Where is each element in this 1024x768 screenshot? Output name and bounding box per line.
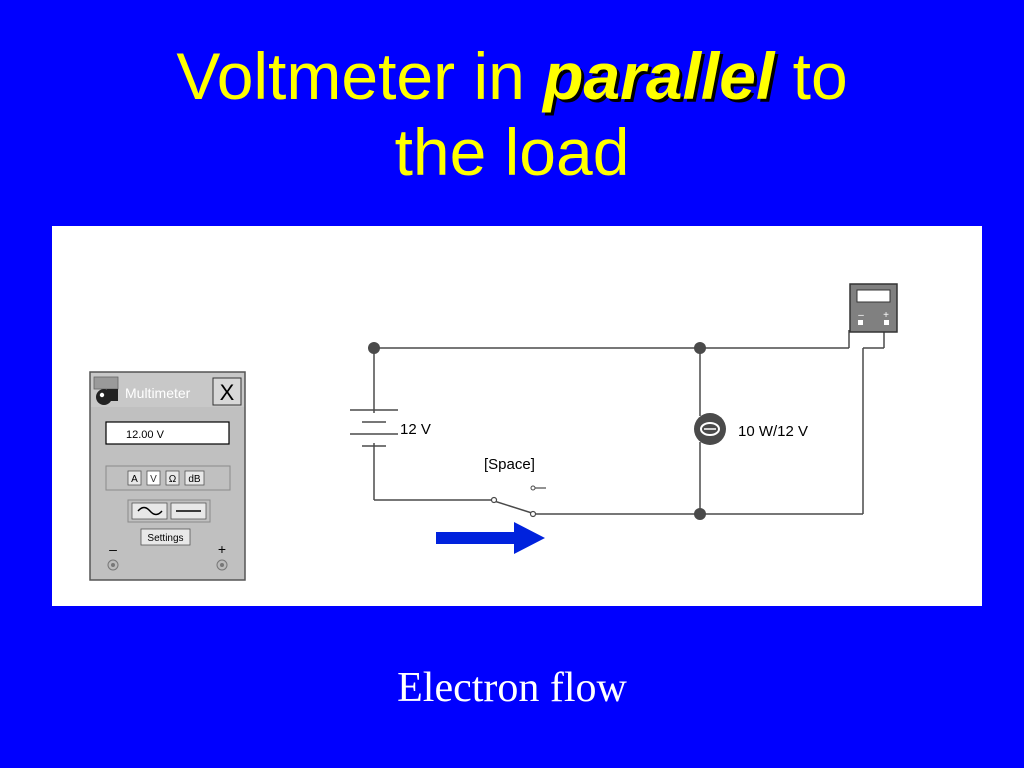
plus-terminal-jack[interactable]: [216, 559, 228, 571]
title-line-1: Voltmeter in parallel to: [0, 38, 1024, 114]
mode-label-amps: A: [131, 474, 138, 485]
switch-label: [Space]: [484, 456, 535, 473]
close-icon: X: [220, 380, 235, 405]
mode-label-ohms: Ω: [169, 474, 177, 485]
junction-node-bottom-right: [694, 508, 706, 520]
title-line-2: the load: [394, 115, 630, 189]
multimeter-display-value: 12.00 V: [126, 429, 165, 441]
multimeter-close-button[interactable]: X: [212, 377, 242, 406]
voltmeter-component[interactable]: [849, 283, 898, 333]
slide-title: Voltmeter in parallel to the load: [0, 38, 1024, 190]
circuit-wires: [373, 330, 885, 515]
voltmeter-plus-label: +: [883, 310, 889, 321]
mode-button-decibels[interactable]: dB: [184, 470, 205, 486]
switch-symbol[interactable]: [490, 485, 546, 518]
ac-mode-button[interactable]: [131, 502, 168, 520]
multimeter-app-icon: [93, 376, 119, 405]
multimeter-window[interactable]: Multimeter X 12.00 V A V Ω dB: [89, 371, 246, 581]
plus-terminal-label: +: [218, 541, 226, 557]
mode-button-volts[interactable]: V: [146, 470, 161, 486]
lamp-icon[interactable]: [694, 413, 726, 445]
title-text-1: Voltmeter in: [176, 39, 544, 113]
electron-flow-arrow: [436, 522, 545, 554]
multimeter-window-title: Multimeter: [125, 385, 191, 401]
title-emphasis: parallel: [543, 39, 775, 113]
circuit-panel: Multimeter X 12.00 V A V Ω dB: [52, 226, 982, 606]
mode-button-amps[interactable]: A: [127, 470, 142, 486]
mode-button-ohms[interactable]: Ω: [165, 470, 180, 486]
dc-mode-button[interactable]: [170, 502, 207, 520]
circuit-diagram: Multimeter X 12.00 V A V Ω dB: [89, 283, 898, 581]
sine-wave-icon: [137, 506, 163, 516]
minus-terminal-jack[interactable]: [107, 559, 119, 571]
mode-label-decibels: dB: [188, 474, 201, 485]
battery-symbol[interactable]: [350, 409, 398, 447]
junction-node-top-left: [368, 342, 380, 354]
minus-terminal-label: –: [109, 541, 117, 557]
lamp-label: 10 W/12 V: [738, 423, 808, 440]
voltmeter-minus-label: –: [858, 310, 864, 321]
electron-flow-caption: Electron flow: [397, 665, 627, 711]
title-text-2: to: [774, 39, 848, 113]
battery-label: 12 V: [400, 421, 431, 438]
mode-label-volts: V: [150, 474, 157, 485]
settings-label: Settings: [147, 533, 183, 544]
settings-button[interactable]: Settings: [140, 528, 191, 546]
multimeter-display: [105, 421, 230, 445]
junction-node-top-right: [694, 342, 706, 354]
